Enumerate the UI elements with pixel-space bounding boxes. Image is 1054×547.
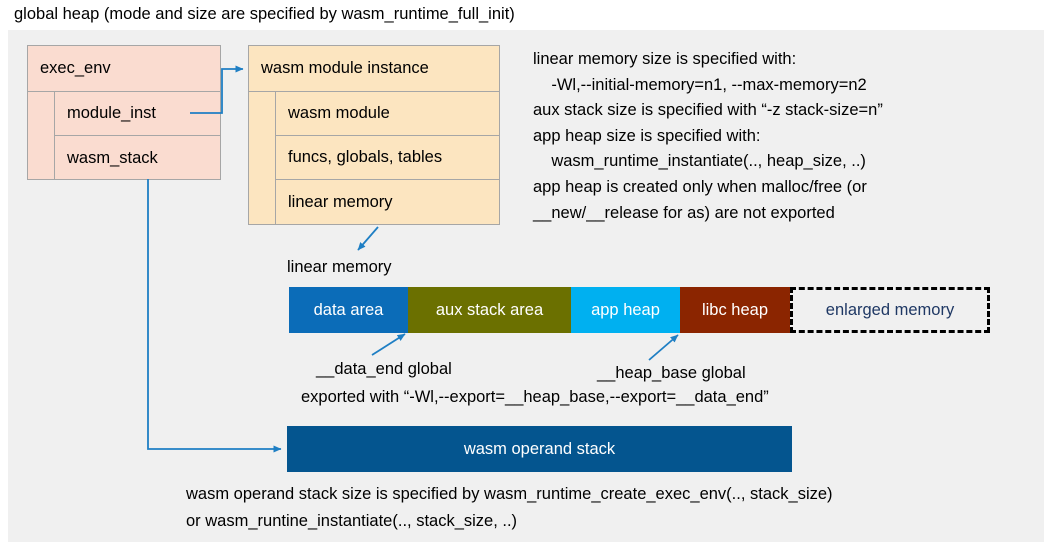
exec-env-indent-column [28, 92, 55, 179]
operand-stack-notes: wasm operand stack size is specified by … [186, 485, 833, 530]
heap-base-global-label: __heap_base global [597, 364, 746, 382]
exec-env-header: exec_env [28, 46, 220, 92]
exported-with-label: exported with “-Wl,--export=__heap_base,… [301, 388, 769, 406]
exec-env-box: exec_env module_inst wasm_stack [27, 45, 221, 180]
exec-env-field-module-inst: module_inst [55, 92, 220, 136]
page-title: global heap (mode and size are specified… [14, 5, 515, 23]
data-end-global-label: __data_end global [316, 360, 452, 378]
module-instance-field-wasm-module: wasm module [276, 92, 499, 136]
wasm-module-instance-box: wasm module instance wasm module funcs, … [248, 45, 500, 225]
wasm-operand-stack-bar: wasm operand stack [287, 426, 792, 472]
memory-segment-data-area: data area [289, 287, 408, 333]
exec-env-field-wasm-stack: wasm_stack [67, 148, 158, 167]
linear-memory-label: linear memory [287, 258, 392, 276]
linear-memory-bar: data area aux stack area app heap libc h… [289, 287, 990, 333]
memory-segment-enlarged-memory: enlarged memory [790, 287, 990, 333]
module-instance-header: wasm module instance [249, 46, 499, 92]
memory-segment-app-heap: app heap [571, 287, 680, 333]
linear-memory-notes: linear memory size is specified with: -W… [533, 50, 883, 222]
memory-segment-aux-stack-area: aux stack area [408, 287, 571, 333]
memory-segment-libc-heap: libc heap [680, 287, 790, 333]
module-instance-indent-column [249, 92, 276, 224]
module-instance-field-linear-memory: linear memory [288, 192, 393, 211]
module-instance-field-funcs-globals-tables: funcs, globals, tables [276, 136, 499, 180]
